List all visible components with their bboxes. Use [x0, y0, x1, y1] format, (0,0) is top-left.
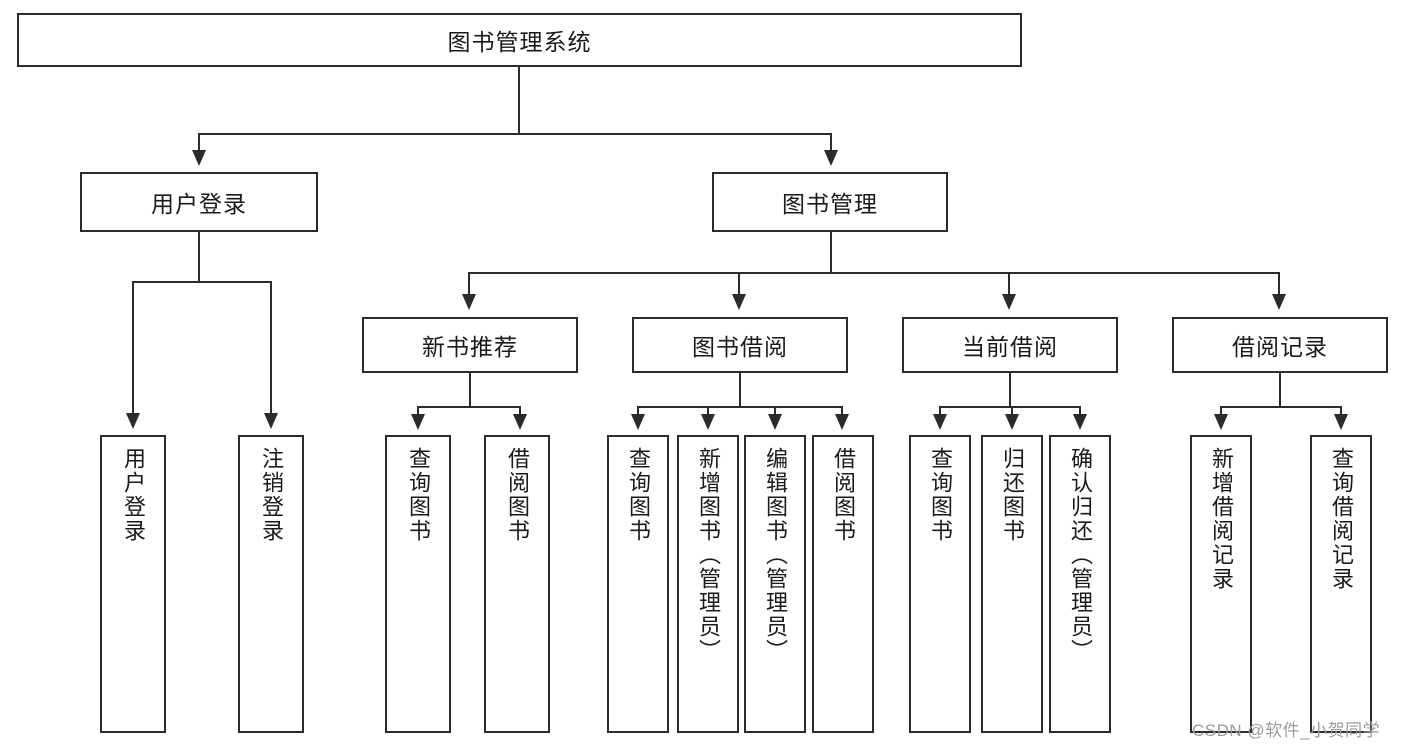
arrow-leaf-query-record: [1334, 414, 1348, 430]
leaf-label: 查询图书: [405, 447, 431, 543]
edge-record-b1: [1220, 406, 1222, 415]
edge-current-stem: [1009, 373, 1011, 407]
arrow-to-book-borrow: [732, 294, 746, 310]
leaf-label: 注销登录: [258, 447, 284, 543]
arrow-to-user-login: [192, 150, 206, 166]
leaf-return-book[interactable]: 归还图书: [981, 435, 1043, 733]
node-borrow-record[interactable]: 借阅记录: [1172, 317, 1388, 373]
leaf-borrow-book[interactable]: 借阅图书: [812, 435, 874, 733]
arrow-to-borrow-record: [1272, 294, 1286, 310]
edge-book-bus: [468, 272, 1280, 274]
arrow-leaf-return-book: [1005, 414, 1019, 430]
arrow-to-book-manage: [824, 150, 838, 166]
edge-current-b3: [1079, 406, 1081, 415]
node-new-book-recommend[interactable]: 新书推荐: [362, 317, 578, 373]
edge-user-b2: [270, 281, 272, 414]
arrow-leaf-add-book: [701, 414, 715, 430]
leaf-query-book-borrow[interactable]: 查询图书: [607, 435, 669, 733]
edge-record-bus: [1220, 406, 1341, 408]
edge-root-bus: [198, 133, 832, 135]
leaf-label: 查询图书: [927, 447, 953, 543]
edge-borrow-b4: [841, 406, 843, 415]
leaf-borrow-book-newbook[interactable]: 借阅图书: [484, 435, 550, 733]
edge-user-stem: [198, 232, 200, 282]
edge-borrow-bus: [637, 406, 843, 408]
edge-current-b2: [1011, 406, 1013, 415]
edge-newbook-stem: [469, 373, 471, 407]
node-root-system[interactable]: 图书管理系统: [17, 13, 1022, 67]
arrow-leaf-logout: [264, 413, 278, 429]
edge-borrow-b1: [637, 406, 639, 415]
leaf-label: 查询图书: [625, 447, 651, 543]
watermark: CSDN @软件_小贺同学: [1192, 721, 1381, 740]
node-current-borrow[interactable]: 当前借阅: [902, 317, 1118, 373]
edge-borrow-stem: [739, 373, 741, 407]
edge-user-b1: [132, 281, 134, 414]
arrow-to-current-borrow: [1002, 294, 1016, 310]
arrow-to-new-book-rec: [462, 294, 476, 310]
arrow-leaf-add-record: [1214, 414, 1228, 430]
leaf-label: 借阅图书: [504, 447, 530, 543]
node-book-borrow[interactable]: 图书借阅: [632, 317, 848, 373]
leaf-query-book-newbook[interactable]: 查询图书: [385, 435, 451, 733]
edge-book-stem: [830, 232, 832, 273]
leaf-label: 用户登录: [120, 447, 146, 543]
edge-newbook-bus: [417, 406, 521, 408]
edge-user-bus: [132, 281, 270, 283]
arrow-leaf-query-book-a: [411, 414, 425, 430]
edge-book-b2: [738, 272, 740, 294]
edge-book-b1: [468, 272, 470, 294]
leaf-logout[interactable]: 注销登录: [238, 435, 304, 733]
edge-current-bus: [939, 406, 1080, 408]
edge-root-to-book: [830, 133, 832, 151]
leaf-label: 新增图书（管理员）: [695, 447, 721, 663]
leaf-label: 新增借阅记录: [1208, 447, 1234, 591]
leaf-user-login[interactable]: 用户登录: [100, 435, 166, 733]
leaf-label: 确认归还（管理员）: [1067, 447, 1093, 663]
arrow-leaf-user-login: [126, 413, 140, 429]
edge-record-stem: [1279, 373, 1281, 407]
edge-book-b4: [1278, 272, 1280, 294]
leaf-label: 编辑图书（管理员）: [762, 447, 788, 663]
leaf-query-borrow-record[interactable]: 查询借阅记录: [1310, 435, 1372, 733]
leaf-edit-book-admin[interactable]: 编辑图书（管理员）: [744, 435, 806, 733]
leaf-label: 查询借阅记录: [1328, 447, 1354, 591]
leaf-query-book-current[interactable]: 查询图书: [909, 435, 971, 733]
edge-book-b3: [1008, 272, 1010, 294]
edge-root-stem: [518, 67, 520, 134]
arrow-leaf-query-book-c: [933, 414, 947, 430]
leaf-confirm-return-admin[interactable]: 确认归还（管理员）: [1049, 435, 1111, 733]
arrow-leaf-edit-book: [768, 414, 782, 430]
edge-newbook-b1: [417, 406, 419, 415]
arrow-leaf-confirm-return: [1073, 414, 1087, 430]
edge-root-to-user: [198, 133, 200, 151]
edge-borrow-b3: [774, 406, 776, 415]
leaf-label: 借阅图书: [830, 447, 856, 543]
edge-newbook-b2: [519, 406, 521, 415]
arrow-leaf-borrow-book-a: [513, 414, 527, 430]
node-user-login[interactable]: 用户登录: [80, 172, 318, 232]
node-book-management[interactable]: 图书管理: [712, 172, 948, 232]
arrow-leaf-borrow-book-b: [835, 414, 849, 430]
leaf-label: 归还图书: [999, 447, 1025, 543]
edge-current-b1: [939, 406, 941, 415]
arrow-leaf-query-book-b: [631, 414, 645, 430]
edge-borrow-b2: [707, 406, 709, 415]
leaf-add-book-admin[interactable]: 新增图书（管理员）: [677, 435, 739, 733]
leaf-add-borrow-record[interactable]: 新增借阅记录: [1190, 435, 1252, 733]
edge-record-b2: [1340, 406, 1342, 415]
